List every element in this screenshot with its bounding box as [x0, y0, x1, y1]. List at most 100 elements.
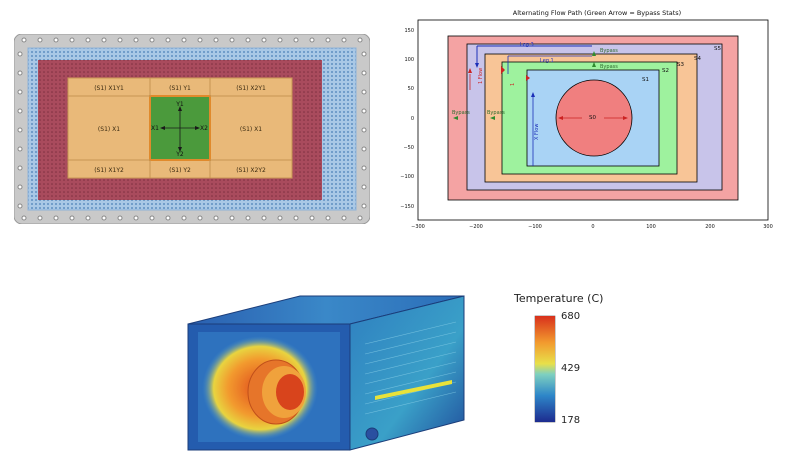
cell-y1: (S1) Y1	[169, 85, 191, 92]
bolt-hole	[325, 37, 331, 43]
temperature-colorbar	[535, 316, 555, 422]
bolt-hole	[53, 37, 59, 43]
bolt-hole	[117, 215, 123, 221]
bolt-hole	[21, 37, 27, 43]
axis-label-x1: X1	[151, 125, 159, 132]
colorbar-min: 178	[561, 415, 580, 426]
bolt-hole	[361, 165, 367, 171]
side-label-x-flow: X Flow	[534, 124, 540, 140]
bolt-hole	[17, 89, 23, 95]
y-tick: −150	[400, 204, 414, 210]
y-tick: 0	[411, 116, 414, 122]
axis-label-y1: Y1	[175, 101, 184, 108]
bolt-hole	[261, 215, 267, 221]
bolt-hole	[149, 37, 155, 43]
bolt-hole	[85, 215, 91, 221]
x-tick: 100	[646, 224, 656, 230]
bolt-hole	[361, 51, 367, 57]
y-tick: 50	[408, 86, 414, 92]
bolt-hole	[293, 37, 299, 43]
cell-x2y1: (S1) X2Y1	[236, 85, 266, 92]
bolt-holes-top	[17, 37, 367, 221]
bolt-hole	[277, 215, 283, 221]
cell-x1y2: (S1) X1Y2	[94, 167, 124, 174]
bolt-hole	[85, 37, 91, 43]
x-tick: −300	[411, 224, 425, 230]
cell-x1y1: (S1) X1Y1	[94, 85, 124, 92]
region-label-s0: S0	[589, 115, 596, 121]
y-tick: 150	[404, 28, 414, 34]
bolt-hole	[17, 146, 23, 152]
bolt-hole	[17, 70, 23, 76]
bolt-hole	[229, 37, 235, 43]
bolt-hole	[277, 37, 283, 43]
bypass-label-2: Bypass	[600, 64, 618, 70]
leg-label-1: Leg 1	[540, 58, 554, 64]
cell-x2y2: (S1) X2Y2	[236, 167, 266, 174]
bolt-hole	[17, 51, 23, 57]
bolt-hole	[229, 215, 235, 221]
bolt-hole	[17, 203, 23, 209]
bolt-hole	[245, 37, 251, 43]
plot-title: Alternating Flow Path (Green Arrow = Byp…	[513, 9, 681, 17]
bolt-hole	[165, 215, 171, 221]
bolt-hole	[361, 108, 367, 114]
bolt-hole	[17, 165, 23, 171]
x-tick: 0	[591, 224, 594, 230]
bolt-hole	[361, 70, 367, 76]
bypass-label-1: Bypass	[600, 48, 618, 54]
bolt-hole	[165, 37, 171, 43]
bolt-hole	[133, 215, 139, 221]
bolt-hole	[149, 215, 155, 221]
region-label-s5: S5	[714, 46, 721, 52]
bolt-hole	[53, 215, 59, 221]
bolt-hole	[17, 108, 23, 114]
bolt-hole	[213, 37, 219, 43]
cell-x1-left: (S1) X1	[98, 126, 120, 133]
bypass-label-3: Bypass	[452, 110, 470, 116]
cell-y2: (S1) Y2	[169, 167, 191, 174]
colorbar-max: 680	[561, 311, 580, 322]
bolt-hole	[181, 215, 187, 221]
y-tick: −100	[400, 174, 414, 180]
bolt-hole	[133, 37, 139, 43]
bolt-hole	[361, 127, 367, 133]
bolt-hole	[37, 37, 43, 43]
cell-x1-right: (S1) X1	[240, 126, 262, 133]
side-label-one: 1	[510, 83, 516, 86]
bolt-hole	[101, 37, 107, 43]
temperature-render: 680 429 178	[180, 284, 620, 460]
x-tick: −200	[469, 224, 483, 230]
bolt-hole	[197, 37, 203, 43]
bolt-hole	[37, 215, 43, 221]
bolt-hole	[213, 215, 219, 221]
bolt-hole	[17, 184, 23, 190]
bolt-hole	[117, 37, 123, 43]
bolt-hole	[69, 215, 75, 221]
region-label-s1: S1	[642, 77, 649, 83]
y-tick: 100	[404, 57, 414, 63]
bolt-hole	[245, 215, 251, 221]
leg-label-3: Leg 3	[520, 42, 534, 48]
side-label-flow: 1 Flow	[478, 68, 484, 84]
colorbar-mid: 429	[561, 363, 580, 374]
y-tick: −50	[403, 145, 414, 151]
bolt-hole	[181, 37, 187, 43]
layered-plate-diagram: (S1) X1Y1 (S1) Y1 (S1) X2Y1 (S1) X1 (S1)…	[13, 33, 371, 225]
bolt-hole	[309, 37, 315, 43]
bolt-hole	[197, 215, 203, 221]
bolt-hole	[361, 203, 367, 209]
bolt-hole	[69, 37, 75, 43]
bolt-hole	[325, 215, 331, 221]
region-label-s3: S3	[677, 62, 684, 68]
region-label-s4: S4	[694, 56, 701, 62]
bolt-hole	[361, 184, 367, 190]
x-axis-ticks: −300 −200 −100 0 100 200 300	[411, 224, 773, 230]
y-axis-ticks: 150 100 50 0 −50 −100 −150	[400, 28, 414, 210]
x-tick: 300	[763, 224, 773, 230]
axis-label-x2: X2	[200, 125, 208, 132]
bolt-hole	[357, 37, 363, 43]
bolt-hole	[341, 215, 347, 221]
bolt-hole	[21, 215, 27, 221]
x-tick: −100	[528, 224, 542, 230]
